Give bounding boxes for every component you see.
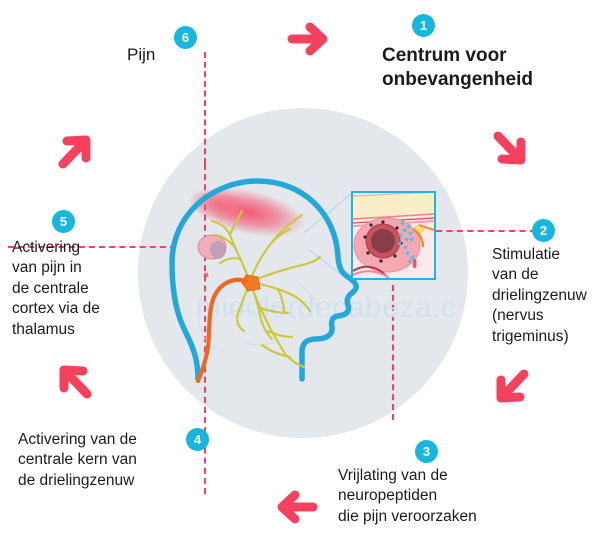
step-label-3-line-2: neuropeptiden [338,487,438,505]
step-badge-3[interactable]: 3 [415,440,438,463]
step-badge-6[interactable]: 6 [174,26,197,49]
step-label-5-line-1: Activering [12,239,81,256]
arrow-down-left-icon [489,364,535,410]
step-label-3-line-3: die pijn veroorzaken [338,507,477,525]
step-label-2-line-1: Stimulatie [492,246,561,263]
step-label-4-line-3: de drielingzenuw [18,471,135,489]
arrow-up-left-icon [52,358,98,404]
step-label-4-line-1: Activering van de [18,431,137,448]
step-badge-2[interactable]: 2 [532,219,555,242]
step-label-5-line-4: cortex via de [12,300,100,318]
step-label-5-line-5: thalamus [12,320,75,338]
step-label-3-line-1: Vrijlating van de [338,467,448,484]
step-label-6: Pijn [127,44,187,66]
blood-vessel-inset [351,191,436,280]
step-label-4-line-2: centrale kern van [18,451,137,469]
arrow-left-icon [272,484,318,530]
step-label-5-line-2: van pijn in [12,259,82,277]
step-label-1-line-2: onbevangenheid [382,69,533,91]
pain-label: Pijn [127,45,156,64]
step-label-5: Activering van pijn in de centrale corte… [12,238,142,340]
arrow-up-right-icon [52,128,98,174]
step-label-2-line-3: drielingzenuw [492,286,587,304]
step-badge-4[interactable]: 4 [186,428,209,451]
step-badge-1[interactable]: 1 [412,14,435,37]
step-label-2-line-5: trigeminus) [492,327,569,345]
step-label-5-line-3: de centrale [12,279,89,297]
step-label-2-line-4: (nervus [492,307,544,325]
arrow-down-right-icon [487,126,533,172]
step-label-2-line-2: van de [492,266,539,284]
blood-vessel-cross-section [353,193,434,278]
step-label-2: Stimulatie van de drielingzenuw (nervus … [492,245,600,347]
step-label-1: Centrum voor onbevangenheid [382,44,592,93]
step-badge-5[interactable]: 5 [52,210,75,233]
step-label-1-line-1: Centrum voor [382,45,507,66]
arrow-right-icon [287,16,333,62]
step-label-4: Activering van de centrale kern van de d… [18,430,193,491]
step-label-3: Vrijlating van de neuropeptiden die pijn… [338,466,588,527]
